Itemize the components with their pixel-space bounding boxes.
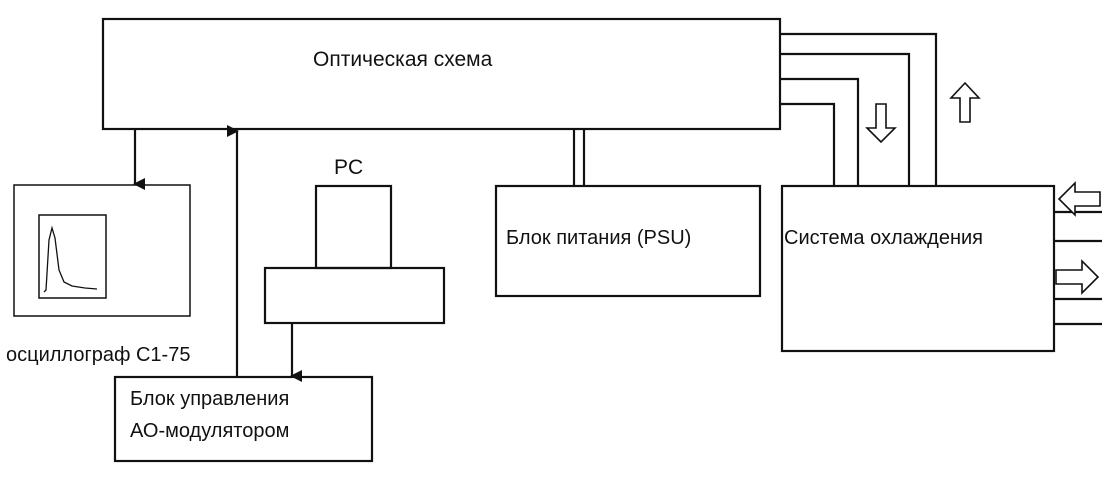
pc-base (263, 266, 446, 325)
cooling-system-label: Система охлаждения (784, 227, 984, 249)
cooling-pipe-1 (780, 32, 938, 186)
flow-up-arrow-icon (949, 81, 981, 123)
oscilloscope-block (13, 184, 191, 317)
flow-in-arrow-icon (1057, 181, 1101, 217)
cooling-pipe-2 (780, 52, 911, 186)
cooling-pipe-3 (780, 77, 860, 186)
cooling-system-block (780, 184, 1056, 353)
pc-monitor (314, 184, 393, 270)
power-supply-label: Блок питания (PSU) (506, 227, 692, 249)
oscilloscope-screen (38, 214, 107, 299)
power-supply-block (494, 184, 762, 298)
ao-modulator-control-block (113, 375, 374, 463)
oscilloscope-label: осциллограф С1-75 (6, 344, 191, 366)
optical-scheme-block (101, 17, 782, 131)
oscilloscope-pulse-trace (43, 225, 98, 293)
flow-out-arrow-icon (1055, 259, 1100, 295)
ao-control-label-line1: Блок управления (130, 388, 290, 410)
ao-control-label-line2: АО-модулятором (130, 420, 290, 442)
flow-down-arrow-icon (865, 103, 897, 144)
cooling-pipe-4 (780, 102, 836, 186)
optical-scheme-label: Оптическая схема (313, 48, 493, 71)
pc-label: PC (334, 156, 364, 179)
